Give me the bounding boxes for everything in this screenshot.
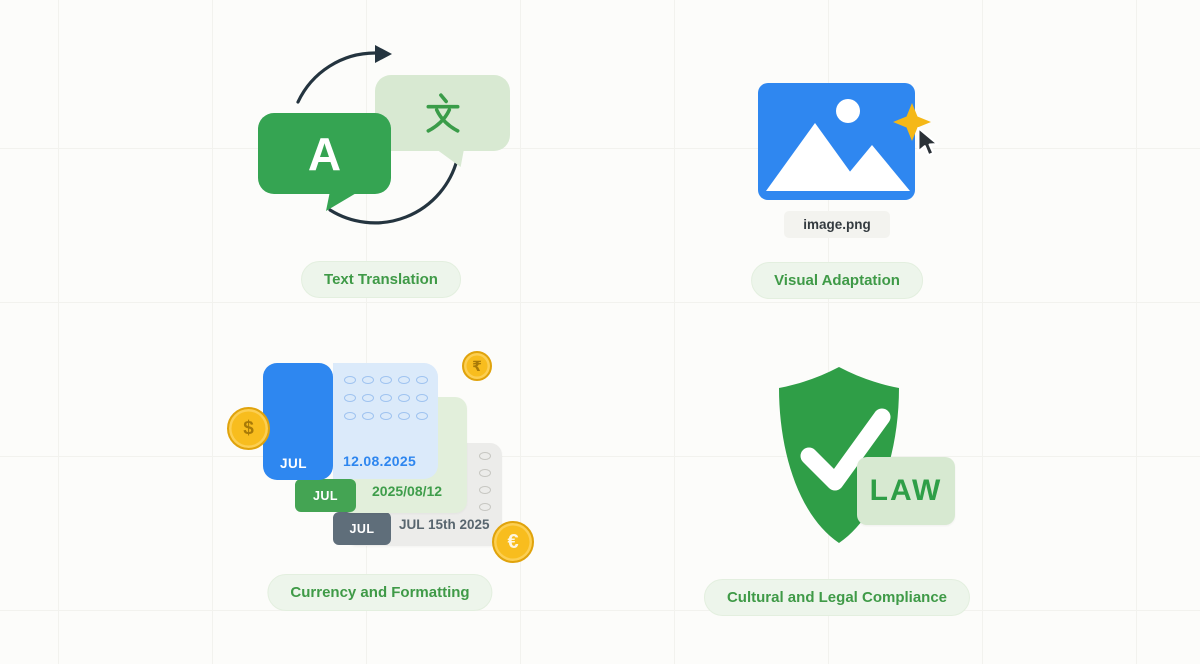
date-text-us: JUL 15th 2025 [399,517,490,532]
caption-label: Text Translation [324,271,438,288]
speech-bubble-source: A [258,113,391,194]
caption-label: Cultural and Legal Compliance [726,589,948,606]
month-tab-eu: JUL [263,363,333,480]
law-text: LAW [869,474,943,507]
caption-label: Visual Adaptation [774,272,900,289]
mountain-photo-icon [766,99,910,191]
filename-text: image.png [803,217,871,232]
image-thumbnail [758,83,915,200]
sparkle-star-icon [893,103,931,141]
month-label: JUL [312,488,339,503]
month-label: JUL [280,456,308,471]
rupee-coin-icon: ₹ [462,351,492,381]
letter-a-label: A [307,127,342,180]
caption-visual-adaptation: Visual Adaptation [751,262,923,299]
month-label: JUL [349,521,375,536]
date-card-eu: 12.08.2025 [333,363,438,479]
cjk-character-icon [426,93,459,133]
caption-text-translation: Text Translation [301,261,461,298]
mouse-cursor-icon [917,127,939,157]
currency-symbol: € [507,530,519,553]
date-text-eu: 12.08.2025 [343,453,417,469]
image-filename-label: image.png [784,211,890,238]
currency-symbol: ₹ [472,357,482,374]
caption-legal-compliance: Cultural and Legal Compliance [703,579,971,616]
month-tab-iso: JUL [295,479,356,512]
euro-coin-icon: € [492,521,534,563]
month-tab-us: JUL [333,512,391,545]
dollar-coin-icon: $ [227,407,270,450]
checkmark-icon [800,408,891,491]
caption-currency-formatting: Currency and Formatting [267,574,493,611]
caption-label: Currency and Formatting [290,584,470,601]
speech-bubble-translated [375,75,510,151]
dot-column [479,452,491,511]
currency-symbol: $ [243,417,254,439]
calendar-dot-grid [344,376,428,420]
law-badge: LAW [857,457,955,525]
date-text-iso: 2025/08/12 [372,483,443,499]
refresh-cycle-arrow-icon [296,45,459,225]
